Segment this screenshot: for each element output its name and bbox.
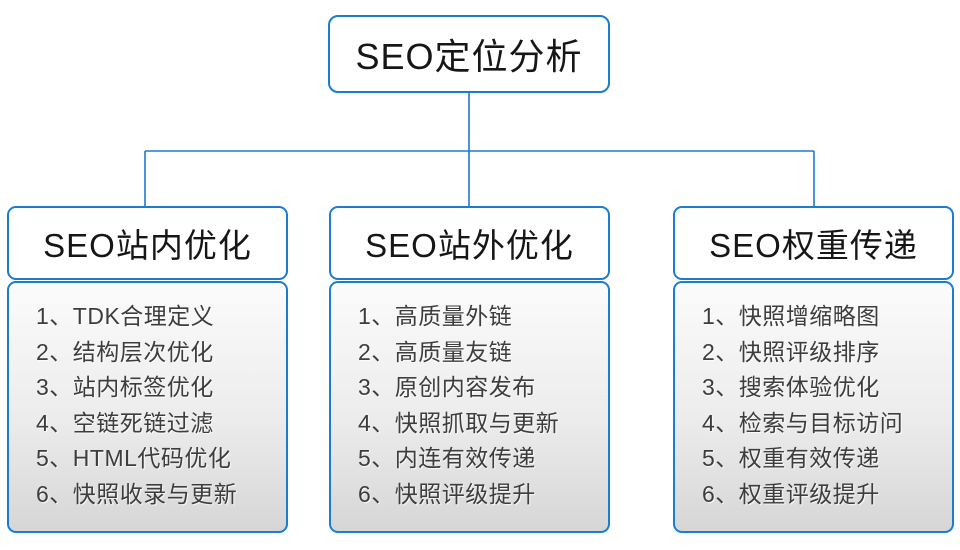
branch-item: 6、快照评级提升 [358,480,536,507]
root-node: SEO定位分析 [328,15,610,93]
branch-header-label: SEO站内优化 [43,227,252,264]
branch-item: 4、空链死链过滤 [36,409,214,436]
branch-item: 4、检索与目标访问 [702,409,904,436]
branch-header: SEO站内优化 [7,206,288,280]
branch-item-list: 1、快照增缩略图 2、快照评级排序 3、搜索体验优化 4、检索与目标访问 5、权… [673,281,954,533]
branch-header-label: SEO权重传递 [709,227,918,264]
branch-item: 5、HTML代码优化 [36,445,232,471]
branch-item: 1、TDK合理定义 [36,303,215,329]
branch-item: 6、快照收录与更新 [36,480,238,507]
branch-header-label: SEO站外优化 [365,227,574,264]
branch-item: 3、站内标签优化 [36,374,214,400]
branch-item: 1、高质量外链 [358,303,513,329]
branch-item: 5、内连有效传递 [358,445,536,471]
branch-item: 6、权重评级提升 [702,480,880,507]
branch-item: 2、高质量友链 [358,338,513,365]
tree-connector-path [144,93,815,206]
branch-column-offsite: SEO站外优化 1、高质量外链 2、高质量友链 3、原创内容发布 4、快照抓取与… [329,206,610,533]
branch-header: SEO站外优化 [329,206,610,280]
branch-item: 2、快照评级排序 [702,338,880,365]
branch-item: 4、快照抓取与更新 [358,409,560,436]
branch-item-list: 1、高质量外链 2、高质量友链 3、原创内容发布 4、快照抓取与更新 5、内连有… [329,281,610,533]
branch-header: SEO权重传递 [673,206,954,280]
branch-item: 3、原创内容发布 [358,374,536,400]
branch-item: 5、权重有效传递 [702,445,880,471]
branch-item-list: 1、TDK合理定义 2、结构层次优化 3、站内标签优化 4、空链死链过滤 5、H… [7,281,288,533]
branch-column-onsite: SEO站内优化 1、TDK合理定义 2、结构层次优化 3、站内标签优化 4、空链… [7,206,288,533]
branch-item: 2、结构层次优化 [36,338,214,365]
branch-column-weight: SEO权重传递 1、快照增缩略图 2、快照评级排序 3、搜索体验优化 4、检索与… [673,206,954,533]
root-node-label: SEO定位分析 [355,36,583,77]
branch-item: 1、快照增缩略图 [702,303,880,329]
branch-item: 3、搜索体验优化 [702,374,880,400]
